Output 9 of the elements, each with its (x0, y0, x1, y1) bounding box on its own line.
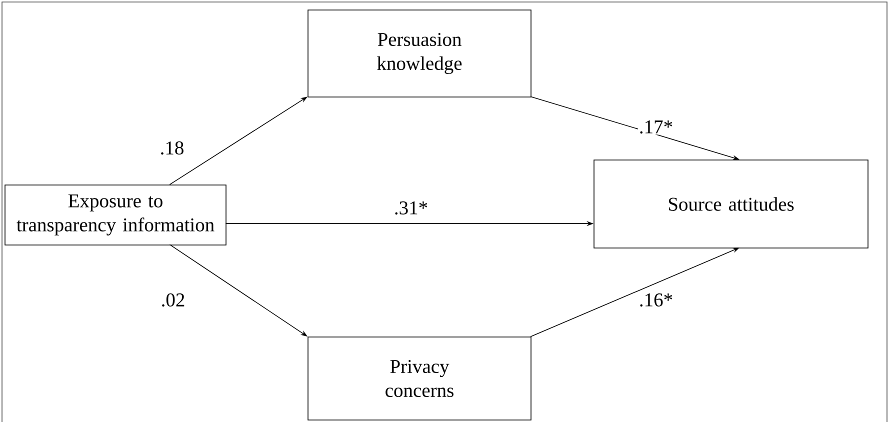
box: Exposure to transparency information (4, 184, 226, 246)
edge-label: .31* (392, 200, 430, 216)
box: Source attitudes (594, 160, 868, 248)
edge-label: .18 (158, 140, 186, 156)
edge-label: .17* (638, 119, 674, 135)
box: Privacy concerns (308, 336, 532, 420)
edge-label: .16* (638, 292, 674, 308)
box: Persuasion knowledge (308, 10, 532, 98)
edge-label: .02 (160, 292, 186, 308)
